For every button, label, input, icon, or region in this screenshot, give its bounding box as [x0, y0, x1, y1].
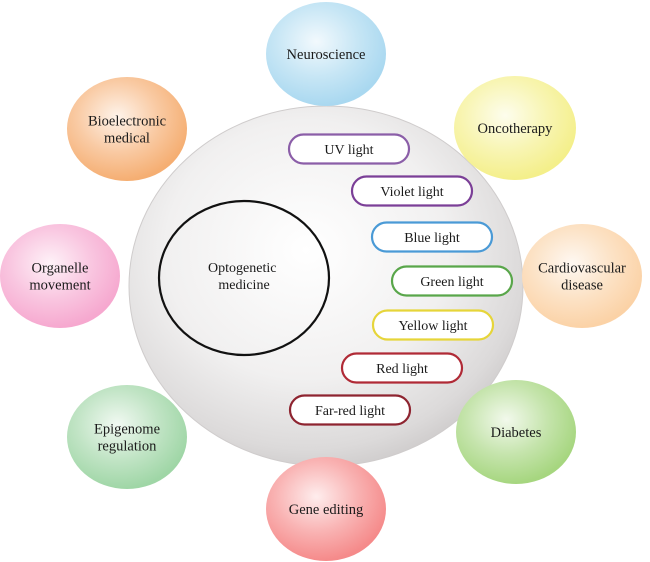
light-pill-violet-light: Violet light — [350, 175, 474, 207]
application-bubble-shape — [522, 224, 642, 328]
application-bubble-shape — [456, 380, 576, 484]
svg-text:Optogenetic medicine: Optogenetic medicine — [208, 261, 280, 293]
application-bubble-shape — [454, 76, 576, 180]
light-pill-outline — [390, 265, 514, 297]
light-pill-outline — [340, 352, 464, 384]
application-bubble-label-line: Neuroscience — [287, 47, 366, 63]
application-bubble-label-line: movement — [29, 278, 90, 294]
light-pill-far-red-light: Far-red light — [288, 394, 412, 426]
light-pill-label: Green light — [420, 275, 483, 290]
center-label-line-2: medicine — [218, 278, 269, 293]
application-bubble-shape — [67, 77, 187, 181]
application-bubble-label-line: medical — [104, 131, 150, 147]
application-bubble-label: Neuroscience — [287, 47, 366, 63]
light-pill-yellow-light: Yellow light — [371, 309, 495, 341]
light-pill-outline — [288, 394, 412, 426]
application-bubble-label-line: Diabetes — [491, 425, 542, 441]
application-bubble-label-line: Cardiovascular — [538, 261, 626, 277]
light-pill-red-light: Red light — [340, 352, 464, 384]
application-bubble-label-line: Epigenome — [94, 422, 160, 438]
center-node: Optogenetic medicine — [157, 199, 331, 357]
application-bubble-shape — [67, 385, 187, 489]
application-bubble-diabetes: Diabetes — [456, 380, 576, 484]
light-pill-outline — [350, 175, 474, 207]
application-bubble-neuroscience: Neuroscience — [266, 2, 386, 106]
application-bubble-label-line: Bioelectronic — [88, 114, 166, 130]
light-pill-label: Violet light — [380, 185, 443, 200]
application-bubble-label-line: regulation — [98, 439, 158, 455]
light-pill-green-light: Green light — [390, 265, 514, 297]
application-bubble-oncotherapy: Oncotherapy — [454, 76, 576, 180]
application-bubble-label: Diabetes — [491, 425, 542, 441]
light-pill-label: UV light — [324, 143, 373, 158]
light-pill-label: Far-red light — [315, 404, 385, 419]
center-label-line-1: Optogenetic — [208, 261, 276, 276]
application-bubble-label: Gene editing — [289, 502, 364, 518]
light-pill-outline — [287, 133, 411, 165]
application-bubble-shape — [0, 224, 120, 328]
application-bubble-label-line: Organelle — [32, 261, 89, 277]
center-ellipse — [157, 199, 331, 357]
application-bubble-label-line: Oncotherapy — [478, 121, 554, 137]
light-pill-outline — [371, 309, 495, 341]
light-pill-uv-light: UV light — [287, 133, 411, 165]
application-bubble-label-line: disease — [561, 278, 603, 294]
light-pill-label: Red light — [376, 362, 428, 377]
light-pill-outline — [370, 221, 494, 253]
light-pill-label: Blue light — [404, 231, 460, 246]
application-bubble-gene-editing: Gene editing — [266, 457, 386, 561]
application-bubble-label-line: Gene editing — [289, 502, 364, 518]
light-pill-label: Yellow light — [399, 319, 468, 334]
application-bubble-shape — [266, 457, 386, 561]
light-pill-blue-light: Blue light — [370, 221, 494, 253]
application-bubble-label: Oncotherapy — [478, 121, 554, 137]
application-bubble-shape — [266, 2, 386, 106]
